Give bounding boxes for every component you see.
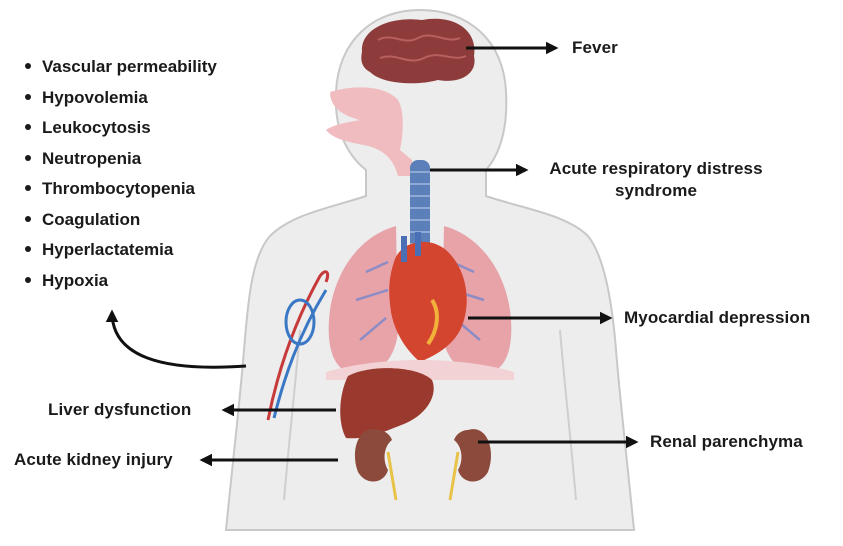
systemic-sign-label: Hypovolemia [42,88,148,107]
label-myocardial: Myocardial depression [624,308,810,328]
label-liver: Liver dysfunction [48,400,191,420]
arrow-systemic-signs [112,312,246,367]
brain-icon [361,19,474,84]
bullet-icon [25,155,31,161]
bullet-icon [25,94,31,100]
label-ards-line2: syndrome [530,180,782,202]
bullet-icon [25,185,31,191]
label-renal: Renal parenchyma [650,432,803,452]
systemic-sign-label: Leukocytosis [42,118,151,137]
bullet-icon [25,246,31,252]
systemic-sign-label: Hyperlactatemia [42,240,173,259]
systemic-sign-item: Thrombocytopenia [18,174,217,205]
label-aki: Acute kidney injury [14,450,173,470]
systemic-sign-item: Coagulation [18,205,217,236]
systemic-sign-label: Hypoxia [42,271,108,290]
systemic-sign-item: Neutropenia [18,144,217,175]
systemic-sign-label: Coagulation [42,210,140,229]
systemic-sign-item: Leukocytosis [18,113,217,144]
systemic-sign-label: Thrombocytopenia [42,179,195,198]
bullet-icon [25,277,31,283]
label-ards-line1: Acute respiratory distress [530,158,782,180]
systemic-sign-item: Hyperlactatemia [18,235,217,266]
label-ards: Acute respiratory distress syndrome [530,158,782,202]
systemic-sign-label: Neutropenia [42,149,141,168]
bullet-icon [25,63,31,69]
systemic-sign-label: Vascular permeability [42,57,217,76]
bullet-icon [25,124,31,130]
bullet-icon [25,216,31,222]
systemic-sign-item: Hypovolemia [18,83,217,114]
label-fever: Fever [572,38,618,58]
systemic-sign-item: Hypoxia [18,266,217,297]
systemic-sign-item: Vascular permeability [18,52,217,83]
